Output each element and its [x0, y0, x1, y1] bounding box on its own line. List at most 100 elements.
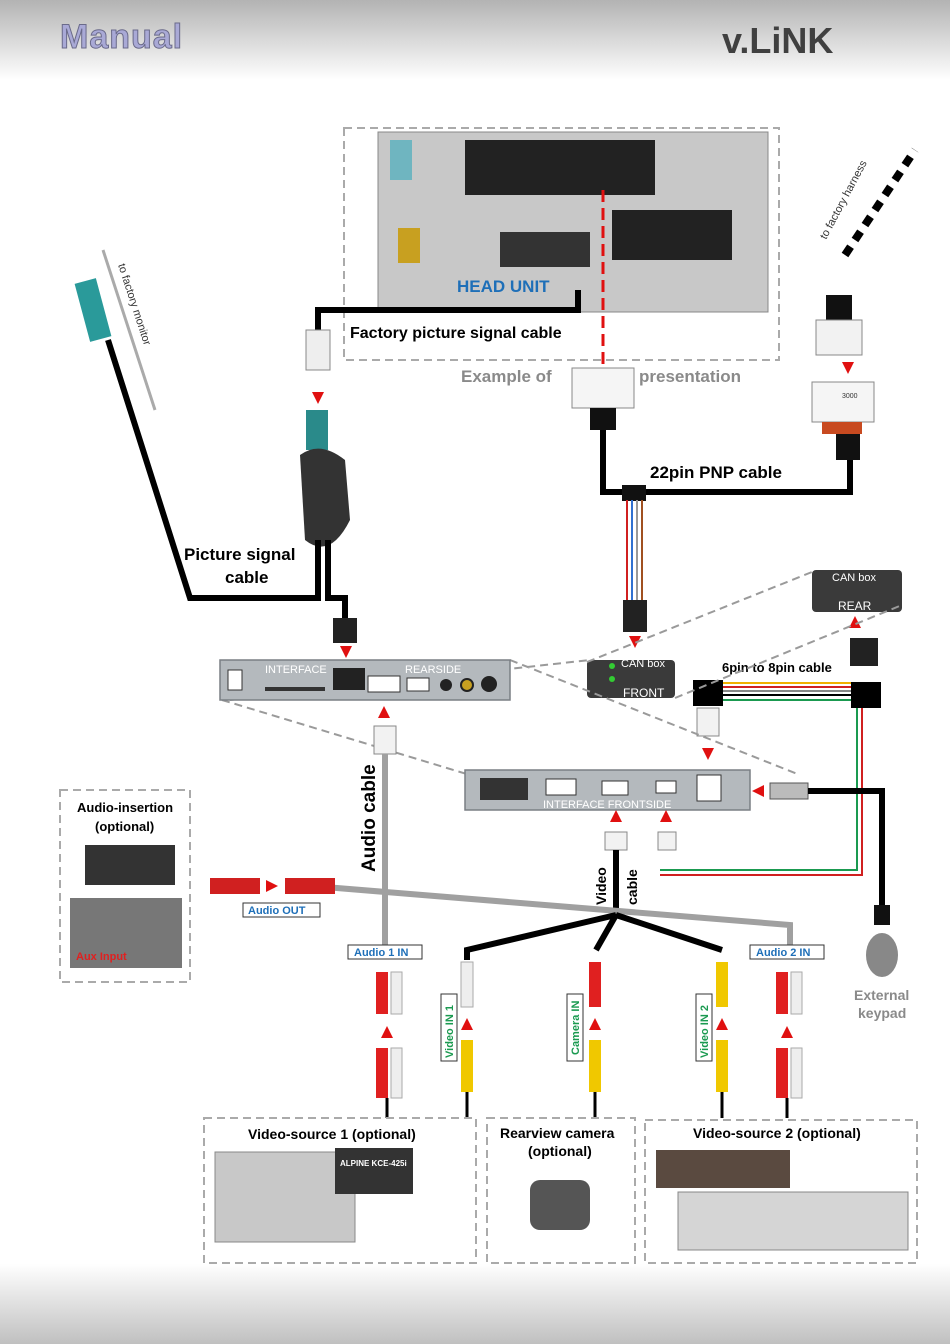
- fakra-connector-yellow-icon: [398, 228, 420, 263]
- pnp-plug-left: [590, 408, 616, 430]
- six-to-eight-wires: [720, 682, 852, 701]
- red-wire: [660, 708, 863, 876]
- aux-input-photo: [70, 898, 182, 968]
- page-footer: [0, 1264, 950, 1344]
- audio-insertion-device: [85, 845, 175, 885]
- rca-connectors: [376, 961, 803, 1118]
- audio-out-tag: [242, 902, 321, 918]
- audio-insertion-title-2: (optional): [95, 819, 154, 834]
- rearview-camera-image: [530, 1180, 590, 1230]
- can-box-front-label: FRONT: [623, 686, 665, 700]
- can-box-front: [587, 660, 675, 698]
- rearview-camera-title-1: Rearview camera: [500, 1125, 615, 1141]
- can-box-front-title: CAN box: [621, 658, 666, 670]
- projection-lines: [221, 571, 903, 776]
- audio-port: [367, 675, 401, 693]
- video-source-1-device: [214, 1151, 356, 1243]
- arrow-icon: [340, 646, 352, 658]
- audio1-tag: [347, 944, 423, 960]
- manual-logo: Manual: [59, 18, 184, 57]
- audio2-label: Audio 2 IN: [756, 947, 810, 959]
- video2-label: Video IN 2: [699, 1005, 711, 1058]
- keypad-connector: [874, 905, 890, 925]
- picture-cable-connector-teal: [306, 410, 328, 450]
- keypad-plug: [769, 782, 809, 800]
- audio-cable-label: Audio cable: [359, 764, 380, 872]
- audio2-tag: [749, 944, 825, 960]
- harness-connector: [815, 319, 863, 356]
- rearside-label: REARSIDE: [405, 664, 461, 676]
- interface-frontside-label: INTERFACE FRONTSIDE: [543, 799, 671, 811]
- audio1-label: Audio 1 IN: [354, 947, 408, 959]
- alpine-interface-device: [335, 1148, 413, 1194]
- can-box-rear-title: CAN box: [832, 572, 877, 584]
- factory-harness-dashed: [841, 147, 919, 258]
- video-source-2-title: Video-source 2 (optional): [693, 1125, 861, 1141]
- to-monitor-arrow: [101, 249, 157, 411]
- arrow-icon: [660, 810, 672, 822]
- can-box-rear-label: REAR: [838, 599, 872, 613]
- pnp-cable-label: 22pin PNP cable: [650, 463, 782, 482]
- dvd-changer-image: [677, 1191, 909, 1251]
- six-to-eight-label: 6pin to 8pin cable: [722, 660, 832, 675]
- arrow-icon: [849, 616, 861, 628]
- audio-out-label: Audio OUT: [248, 905, 306, 917]
- keypad-wire-connector: [657, 831, 677, 851]
- arrow-icon: [312, 392, 324, 404]
- picture-port: [333, 668, 365, 690]
- arrow-icon: [842, 362, 854, 374]
- dvd-player-image: [656, 1150, 790, 1188]
- factory-picture-cable-label: Factory picture signal cable: [350, 325, 562, 342]
- factory-picture-cable: [315, 290, 581, 330]
- video2-tag: [695, 993, 713, 1062]
- arrow-icon: [266, 880, 278, 892]
- video1-tag: [440, 993, 458, 1062]
- six-pin-connector: [696, 707, 720, 737]
- usb-port: [406, 677, 430, 692]
- head-unit-label: HEAD UNIT: [457, 277, 550, 296]
- aux-input-label: Aux Input: [76, 951, 127, 963]
- connector-code-label: 3000: [842, 393, 858, 400]
- audio-split-cable: [299, 882, 793, 950]
- vlink-logo: v.LiNK: [722, 20, 834, 61]
- audio-out-rca-left: [210, 878, 260, 894]
- head-unit-connector-right: [612, 210, 732, 260]
- audio-out-rca-right: [285, 878, 335, 894]
- front-port-1: [545, 778, 577, 796]
- sd-slot: [265, 687, 325, 691]
- front-port-3: [655, 780, 677, 794]
- example-of-label: Example of: [461, 367, 552, 386]
- arrow-icon: [752, 785, 764, 797]
- can-wires: [626, 500, 643, 600]
- camera-tag: [566, 993, 584, 1062]
- can-port: [696, 774, 722, 802]
- audio-insertion-title-1: Audio-insertion: [77, 800, 173, 815]
- keypad-label-1: External: [854, 987, 909, 1003]
- keypad-label-2: keypad: [858, 1005, 906, 1021]
- fakra-port-icon: [481, 676, 497, 692]
- six-pin-plug: [693, 680, 723, 706]
- pnp-connector-right: [811, 381, 875, 423]
- pnp-wires-right: [822, 422, 862, 434]
- video-cable-connector: [604, 831, 628, 851]
- head-unit-connector-mid: [500, 232, 590, 267]
- video-source-1-title: Video-source 1 (optional): [248, 1126, 416, 1142]
- power-port: [227, 669, 243, 691]
- green-wire: [660, 708, 858, 871]
- video-cable-label-1: Video: [593, 867, 609, 905]
- led-icon: [609, 676, 615, 682]
- rca-port-icon: [460, 678, 474, 692]
- picture-signal-label-1: Picture signal: [184, 545, 295, 564]
- picture-signal-module: [300, 448, 350, 547]
- dip-switch: [480, 778, 528, 800]
- presentation-label: presentation: [639, 367, 741, 386]
- pnp-cable: [600, 430, 853, 495]
- arrow-icon: [702, 748, 714, 760]
- jack-icon: [440, 679, 452, 691]
- keypad-cable: [808, 788, 885, 905]
- video1-label: Video IN 1: [444, 1005, 456, 1058]
- interface-picture-plug: [333, 618, 357, 643]
- can-box-rear: [812, 570, 902, 612]
- monitor-fakra-connector: [74, 278, 112, 342]
